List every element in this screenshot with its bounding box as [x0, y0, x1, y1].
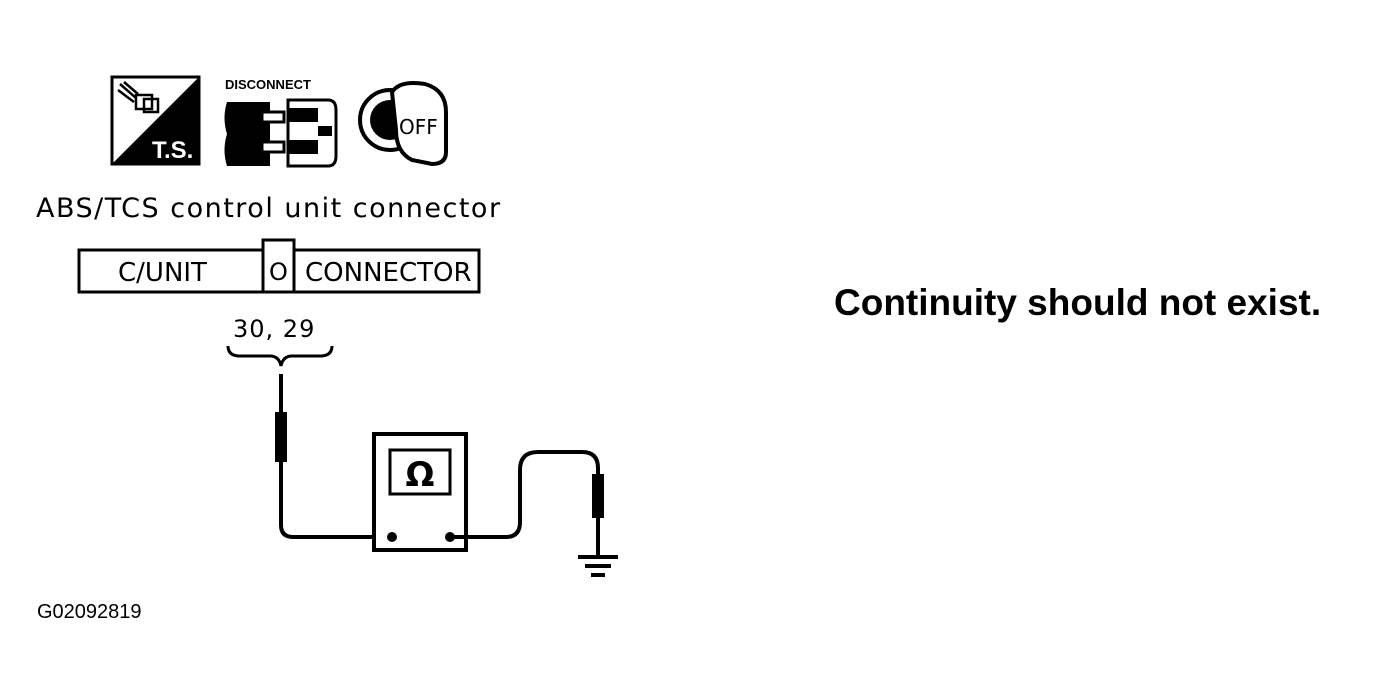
tester-probe-left: [275, 374, 390, 539]
connector-right-label: CONNECTOR: [305, 258, 472, 288]
terminal-brace: [226, 345, 334, 367]
ohmmeter: Ω: [372, 432, 468, 552]
disconnect-connector-icon: DISCONNECT: [224, 77, 338, 168]
ground-icon: [578, 555, 618, 577]
figure-code: G02092819: [37, 601, 142, 623]
ignition-off-icon: OFF: [358, 81, 448, 167]
test-symbol-icon: T.S.: [110, 75, 201, 166]
tester-probe-right: [450, 450, 604, 556]
ignition-off-label: OFF: [399, 115, 438, 139]
disconnect-label: DISCONNECT: [225, 77, 311, 92]
connector-center-label: O: [269, 258, 288, 286]
connector-left-label: C/UNIT: [118, 258, 207, 288]
ohmmeter-symbol: Ω: [406, 455, 435, 495]
test-symbol-label: T.S.: [152, 137, 193, 164]
terminal-numbers: 30, 29: [233, 315, 315, 343]
result-text: Continuity should not exist.: [834, 282, 1321, 323]
connector-diagram: C/UNIT O CONNECTOR: [77, 238, 481, 294]
connector-title: ABS/TCS control unit connector: [36, 193, 502, 224]
